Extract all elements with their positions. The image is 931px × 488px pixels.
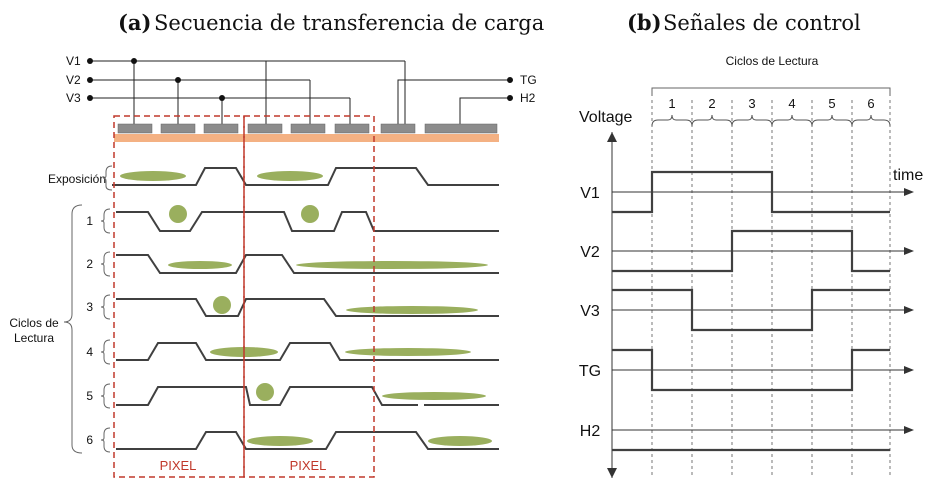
signal-waveform bbox=[612, 170, 890, 214]
well-cycle-6 bbox=[116, 431, 499, 450]
cycle-number-b: 6 bbox=[867, 96, 874, 111]
potential-wells bbox=[112, 167, 499, 450]
cycle-number-b: 1 bbox=[668, 96, 675, 111]
cycle-number-a: 3 bbox=[86, 300, 93, 314]
bus-wires bbox=[90, 60, 510, 124]
panel-a-letter: (a) bbox=[118, 10, 151, 35]
cycle-number-b: 5 bbox=[828, 96, 835, 111]
voltage-label: Voltage bbox=[579, 109, 632, 126]
cycle-number-b: 4 bbox=[788, 96, 795, 111]
charge-packets bbox=[120, 171, 492, 446]
well-cycle-2 bbox=[116, 254, 499, 274]
cycle-number-b: 2 bbox=[708, 96, 715, 111]
cycle-number-b: 3 bbox=[748, 96, 755, 111]
signal-axis-arrow bbox=[904, 366, 914, 374]
exposure-brace bbox=[102, 165, 113, 191]
signal-axis-arrow bbox=[904, 306, 914, 314]
signal-label: TG bbox=[579, 363, 601, 380]
panel-b: (b) Señales de control Ciclos de Lectura… bbox=[579, 10, 923, 478]
cycles-label-line2: Lectura bbox=[14, 331, 54, 345]
voltage-axis-arrow-down bbox=[607, 468, 617, 478]
cycle-brace-a bbox=[100, 251, 111, 277]
cycle-brace-b bbox=[851, 114, 891, 127]
signal-axis-arrow bbox=[904, 188, 914, 196]
bus-label-v3: V3 bbox=[66, 91, 81, 105]
pixel-boxes bbox=[113, 115, 375, 478]
cycle-brace-b bbox=[811, 114, 853, 127]
signal-label: H2 bbox=[580, 423, 601, 440]
cycle-brace-a bbox=[100, 427, 111, 453]
substrate bbox=[114, 134, 499, 142]
cycle-brace-b bbox=[731, 114, 773, 127]
cycle-number-a: 1 bbox=[86, 214, 93, 228]
signal-waveform bbox=[612, 288, 890, 332]
pixel-label-2: PIXEL bbox=[290, 458, 327, 473]
panel-b-title: Señales de control bbox=[663, 11, 861, 35]
well-cycle-5 bbox=[116, 386, 418, 406]
pixel-label-1: PIXEL bbox=[160, 458, 197, 473]
cycles-big-brace bbox=[63, 204, 83, 454]
cycle-brace-b bbox=[651, 114, 693, 127]
electrodes bbox=[117, 123, 498, 134]
h2-label: H2 bbox=[520, 91, 536, 105]
time-label: time bbox=[893, 167, 923, 184]
panel-a-title: Secuencia de transferencia de carga bbox=[154, 11, 544, 35]
voltage-axis-arrow-up bbox=[607, 132, 617, 142]
tg-label: TG bbox=[520, 73, 537, 87]
signal-waveform bbox=[612, 348, 890, 392]
cycle-brace-b bbox=[691, 114, 733, 127]
cycle-number-a: 4 bbox=[86, 345, 93, 359]
well-exposure bbox=[112, 167, 499, 186]
signal-waveform bbox=[612, 229, 890, 273]
cycle-braces-b: 1 2 3 4 5 6 bbox=[651, 96, 891, 127]
signal-label: V1 bbox=[580, 185, 600, 202]
bus-junctions bbox=[87, 58, 513, 101]
well-cycle-3 bbox=[116, 298, 499, 317]
panel-a: (a) Secuencia de transferencia de carga … bbox=[9, 10, 544, 478]
cycle-brace-a bbox=[100, 339, 111, 365]
signal-axis-arrow bbox=[904, 426, 914, 434]
bus-label-v1: V1 bbox=[66, 54, 81, 68]
signal-label: V2 bbox=[580, 244, 600, 261]
cycle-brace-b bbox=[771, 114, 813, 127]
cycle-brace-a bbox=[100, 294, 111, 320]
cycle-number-a: 5 bbox=[86, 389, 93, 403]
cycle-number-a: 2 bbox=[86, 257, 93, 271]
signal-axis-arrow bbox=[904, 247, 914, 255]
panel-b-letter: (b) bbox=[627, 10, 662, 35]
well-cycle-4 bbox=[116, 342, 499, 361]
signal-label: V3 bbox=[580, 303, 600, 320]
pixel-box-2 bbox=[243, 115, 375, 478]
cycle-brace-a bbox=[100, 383, 111, 409]
cycles-header: Ciclos de Lectura bbox=[726, 54, 819, 68]
cycle-number-a: 6 bbox=[86, 433, 93, 447]
exposure-label: Exposición bbox=[48, 172, 106, 186]
bus-label-v2: V2 bbox=[66, 73, 81, 87]
cycle-brace-a bbox=[100, 208, 111, 234]
cycles-header-bracket bbox=[651, 87, 891, 96]
well-cycle-1 bbox=[116, 211, 499, 232]
cycles-label-line1: Ciclos de bbox=[9, 316, 59, 330]
cycle-labels-a: 1 2 3 4 5 6 bbox=[86, 208, 111, 453]
